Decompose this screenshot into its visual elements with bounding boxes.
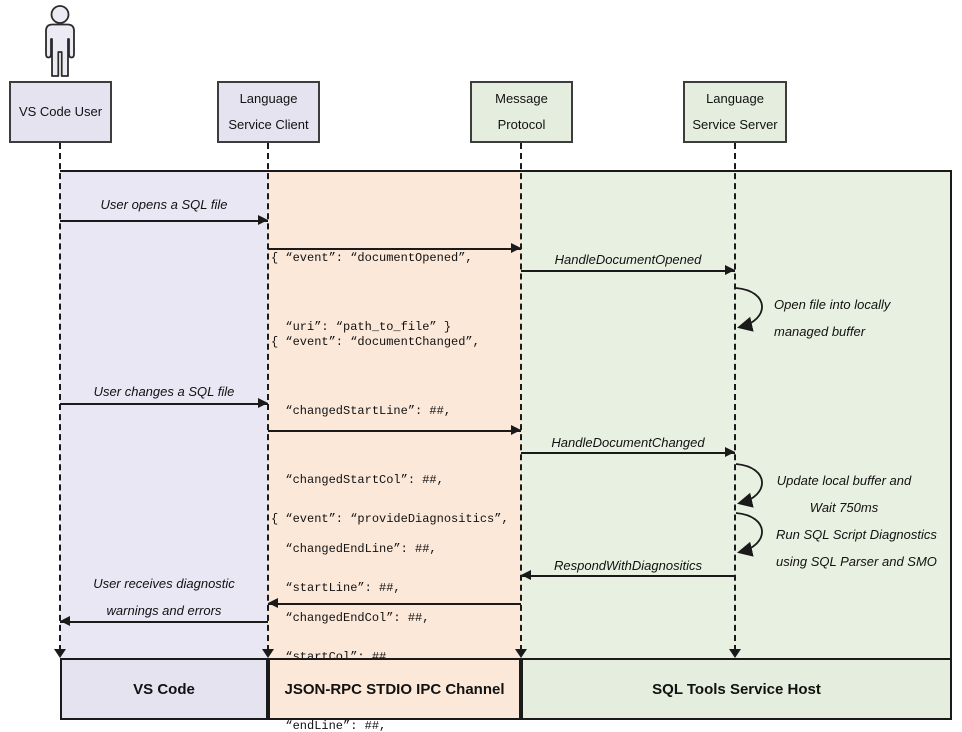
- lane-ipc-background: [268, 172, 521, 658]
- actor-box-vscode-user: VS Code User: [9, 81, 112, 143]
- note-line: Open file into locally: [774, 297, 891, 312]
- arrow-handle-document-opened: [521, 265, 735, 275]
- lane-box-service-host: SQL Tools Service Host: [521, 658, 952, 720]
- lifeline-end-arrow-protocol: [515, 649, 527, 658]
- label-user-opens: User opens a SQL file: [100, 197, 228, 212]
- actor-box-message-protocol: Message Protocol: [470, 81, 573, 143]
- lifeline-end-arrow-user: [54, 649, 66, 658]
- note-line: Wait 750ms: [809, 500, 879, 515]
- payload-provide-diagnostics: { “event”: “provideDiagnositics”, “start…: [271, 462, 509, 732]
- payload-line: { “event”: “documentOpened”,: [271, 251, 473, 265]
- actor-box-service-client: Language Service Client: [217, 81, 320, 143]
- note-line: managed buffer: [774, 324, 866, 339]
- payload-line: “changedEndCol”: ##,: [271, 611, 430, 625]
- lifeline-service-server: [734, 143, 736, 651]
- payload-line: { “event”: “provideDiagnositics”,: [271, 512, 509, 526]
- note-line: User receives diagnostic: [93, 576, 235, 591]
- note-run-diagnostics: Run SQL Script Diagnostics using SQL Par…: [776, 521, 937, 575]
- note-line: using SQL Parser and SMO: [776, 554, 937, 569]
- actor-label: Language: [239, 91, 298, 106]
- label-user-receives: User receives diagnostic warnings and er…: [60, 570, 268, 624]
- arrow-provide-diagnostics: [268, 598, 521, 608]
- lane-box-ipc-channel: JSON-RPC STDIO IPC Channel: [268, 658, 521, 720]
- payload-line: “changedEndLine”: ##,: [271, 542, 437, 556]
- note-line: Run SQL Script Diagnostics: [776, 527, 937, 542]
- lane-host-background: [521, 172, 952, 658]
- person-icon: [45, 5, 75, 77]
- lifeline-end-arrow-client: [262, 649, 274, 658]
- lane-right-border: [950, 170, 952, 660]
- payload-line: “changedStartLine”: ##,: [271, 404, 452, 418]
- lane-box-vscode: VS Code: [60, 658, 268, 720]
- lane-box-label: SQL Tools Service Host: [652, 680, 821, 698]
- lane-box-label: VS Code: [133, 680, 195, 698]
- actor-label: Service Server: [692, 117, 778, 132]
- actor-label: Protocol: [497, 117, 546, 132]
- lifeline-vscode-user: [59, 143, 61, 651]
- arrow-document-changed: [268, 425, 521, 435]
- payload-document-opened: { “event”: “documentOpened”, “uri”: “pat…: [271, 201, 473, 385]
- lifeline-service-client: [267, 143, 269, 651]
- lifeline-end-arrow-server: [729, 649, 741, 658]
- note-open-file: Open file into locally managed buffer: [774, 291, 890, 345]
- arrow-user-receives: [60, 616, 268, 626]
- lane-vscode-background: [60, 172, 268, 658]
- payload-line: { “event”: “documentChanged”,: [271, 335, 480, 349]
- payload-line: “uri”: “path_to_file” }: [271, 320, 452, 334]
- payload-line: “startLine”: ##,: [271, 581, 401, 595]
- note-line: warnings and errors: [106, 603, 222, 618]
- arrow-document-opened: [268, 243, 521, 253]
- lane-box-label: JSON-RPC STDIO IPC Channel: [284, 680, 505, 698]
- label-user-changes: User changes a SQL file: [93, 384, 235, 399]
- actor-box-service-server: Language Service Server: [683, 81, 787, 143]
- payload-line: “changedStartCol”: ##,: [271, 473, 444, 487]
- arrow-user-opens: [60, 215, 268, 225]
- actor-label: VS Code User: [18, 104, 103, 119]
- arrow-user-changes: [60, 398, 268, 408]
- actor-label: Message: [495, 91, 548, 106]
- label-handle-document-opened: HandleDocumentOpened: [554, 252, 702, 267]
- actor-label: Service Client: [228, 117, 309, 132]
- note-update-buffer: Update local buffer and Wait 750ms: [758, 467, 930, 521]
- arrow-respond-with-diagnostics: [521, 570, 735, 580]
- lane-top-border: [60, 170, 952, 172]
- note-line: Update local buffer and: [776, 473, 912, 488]
- label-respond-with-diagnostics: RespondWithDiagnositics: [553, 558, 702, 573]
- lifeline-message-protocol: [520, 143, 522, 651]
- arrow-handle-document-changed: [521, 447, 735, 457]
- payload-line: “endLine”: ##,: [271, 719, 387, 732]
- label-handle-document-changed: HandleDocumentChanged: [551, 435, 705, 450]
- actor-label: Language: [706, 91, 764, 106]
